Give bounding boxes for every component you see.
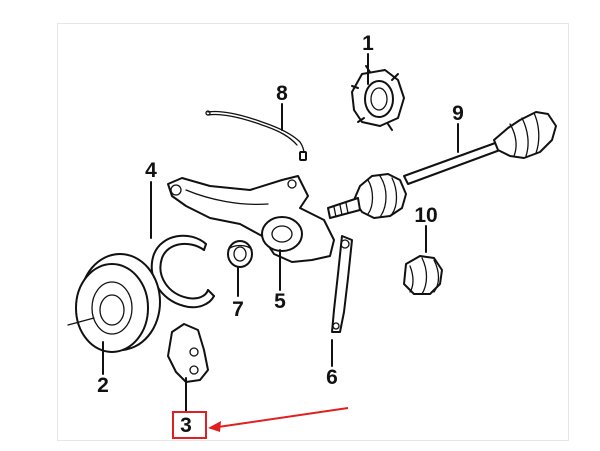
callout-1: 1 xyxy=(362,32,374,55)
callout-4: 4 xyxy=(145,159,157,182)
highlight-box xyxy=(172,411,207,439)
callout-5: 5 xyxy=(274,290,286,313)
highlight-arrow-head xyxy=(208,421,221,432)
brake-disc-part xyxy=(67,253,161,353)
callout-9: 9 xyxy=(452,102,464,125)
leader-lines xyxy=(102,53,459,413)
callout-10: 10 xyxy=(414,204,437,227)
callout-7: 7 xyxy=(232,298,244,321)
callout-6: 6 xyxy=(326,366,338,389)
sensor-wire-part xyxy=(205,110,307,161)
highlight-arrow-line xyxy=(217,407,349,428)
bearing-part xyxy=(227,240,253,268)
callout-labels: 1 2 3 4 5 6 7 8 9 10 xyxy=(97,32,464,437)
callout-2: 2 xyxy=(97,374,109,397)
drive-shaft-part xyxy=(327,111,557,219)
wheel-carrier-part xyxy=(167,175,335,263)
tie-rod-part xyxy=(331,235,353,333)
callout-3: 3 xyxy=(180,414,192,437)
splash-shield-part xyxy=(150,234,215,309)
brake-caliper-part xyxy=(167,323,209,383)
highlight-annotation xyxy=(172,407,349,439)
callout-8: 8 xyxy=(276,82,288,105)
cv-boot-part xyxy=(403,255,443,295)
wheel-hub-part xyxy=(351,65,405,131)
